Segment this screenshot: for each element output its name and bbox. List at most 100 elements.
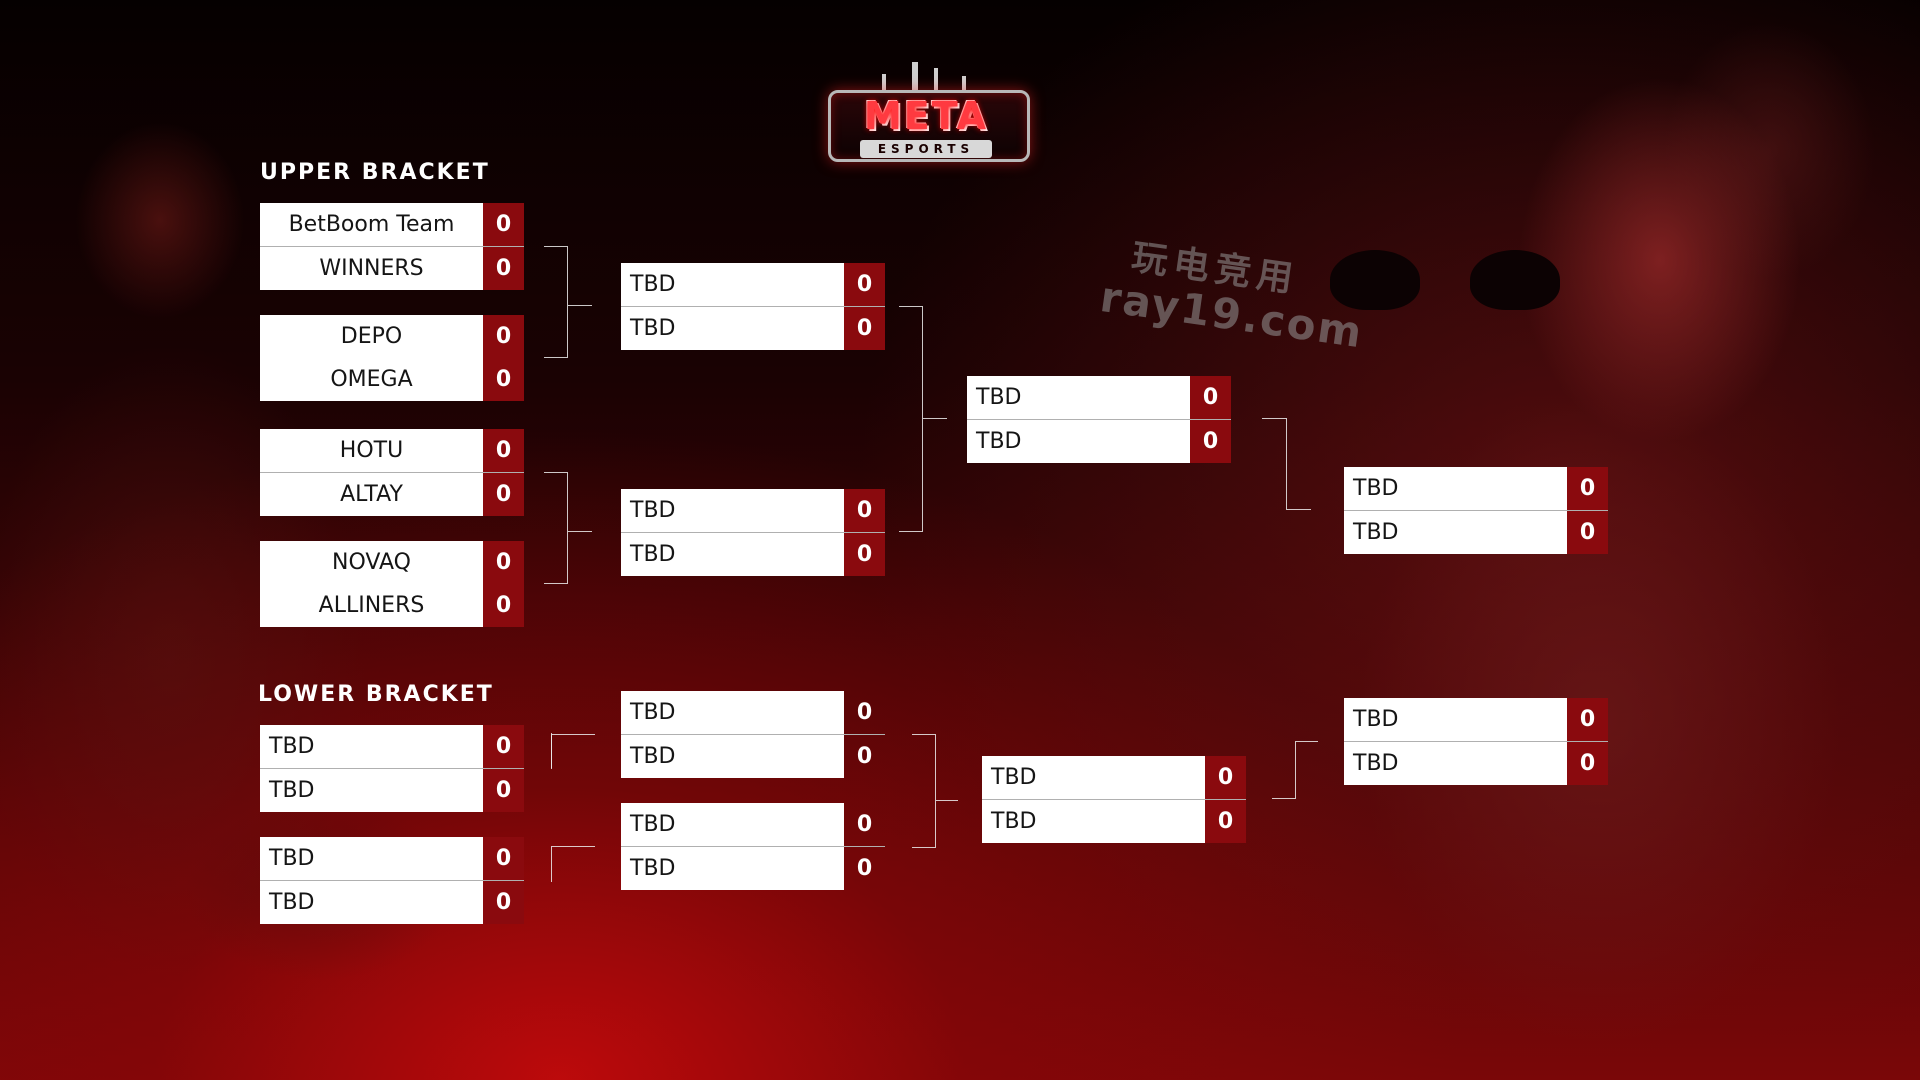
match-row: TBD 0 — [621, 847, 885, 890]
upper-final-match[interactable]: TBD 0 TBD 0 — [1344, 467, 1608, 554]
team-score: 0 — [483, 881, 524, 924]
lower-r1-match-2[interactable]: TBD 0 TBD 0 — [260, 837, 524, 924]
team-name: TBD — [260, 837, 483, 880]
lower-r3-match-1[interactable]: TBD 0 TBD 0 — [982, 756, 1246, 843]
team-name: TBD — [621, 735, 844, 778]
match-row: TBD 0 — [621, 533, 885, 576]
upper-r1-match-3[interactable]: HOTU 0 ALTAY 0 — [260, 429, 524, 516]
logo-spike-shape — [934, 68, 938, 96]
lower-final-match[interactable]: TBD 0 TBD 0 — [1344, 698, 1608, 785]
team-name: TBD — [621, 307, 844, 350]
logo-spike-shape — [962, 76, 966, 96]
match-row: WINNERS 0 — [260, 247, 524, 290]
mask-eye-left-shape — [1330, 250, 1420, 310]
match-row: TBD 0 — [967, 420, 1231, 463]
logo-spike-shape — [882, 74, 886, 96]
team-score: 0 — [483, 247, 524, 290]
bracket-connector-line — [912, 734, 936, 848]
team-score: 0 — [1190, 376, 1231, 419]
bracket-connector-line — [573, 734, 595, 735]
bracket-connector-line — [1287, 509, 1311, 510]
bracket-connector-line — [568, 305, 592, 306]
logo-main-text: META — [863, 94, 989, 138]
match-row: ALTAY 0 — [260, 473, 524, 516]
team-name: TBD — [621, 489, 844, 532]
match-row: TBD 0 — [621, 307, 885, 350]
team-name: TBD — [967, 376, 1190, 419]
upper-r3-match-1[interactable]: TBD 0 TBD 0 — [967, 376, 1231, 463]
team-name: TBD — [260, 769, 483, 812]
team-name: ALTAY — [260, 473, 483, 516]
match-row: TBD 0 — [1344, 698, 1608, 742]
team-score: 0 — [1190, 420, 1231, 463]
upper-r2-match-1[interactable]: TBD 0 TBD 0 — [621, 263, 885, 350]
match-row: TBD 0 — [621, 735, 885, 778]
bracket-connector-line — [1272, 741, 1296, 799]
team-score: 0 — [1205, 756, 1246, 799]
match-row: TBD 0 — [260, 881, 524, 924]
bracket-connector-line — [544, 246, 568, 358]
logo-frame — [828, 90, 1030, 162]
bracket-connector-line — [1262, 418, 1287, 510]
match-row: TBD 0 — [621, 489, 885, 533]
lower-r2-match-1[interactable]: TBD 0 TBD 0 — [621, 691, 885, 778]
team-name: BetBoom Team — [260, 203, 483, 246]
team-name: TBD — [621, 803, 844, 846]
upper-r1-match-2[interactable]: DEPO 0 OMEGA 0 — [260, 315, 524, 401]
bracket-connector-line — [1296, 741, 1318, 742]
team-name: TBD — [260, 725, 483, 768]
team-score: 0 — [483, 429, 524, 472]
team-score: 0 — [844, 263, 885, 306]
team-name: TBD — [621, 263, 844, 306]
logo-spike-shape — [912, 62, 918, 96]
upper-r1-match-4[interactable]: NOVAQ 0 ALLINERS 0 — [260, 541, 524, 627]
bracket-connector-line — [551, 846, 573, 882]
match-row: TBD 0 — [621, 263, 885, 307]
team-score: 0 — [1567, 511, 1608, 554]
match-row: TBD 0 — [1344, 742, 1608, 785]
team-score: 0 — [856, 700, 873, 725]
team-name: ALLINERS — [260, 584, 483, 627]
match-row: ALLINERS 0 — [260, 584, 524, 627]
match-row: BetBoom Team 0 — [260, 203, 524, 247]
team-name: DEPO — [260, 315, 483, 358]
match-row: TBD 0 — [260, 837, 524, 881]
team-name: TBD — [982, 800, 1205, 843]
team-name: WINNERS — [260, 247, 483, 290]
bracket-connector-line — [568, 531, 592, 532]
match-row: TBD 0 — [982, 800, 1246, 843]
lower-r1-match-1[interactable]: TBD 0 TBD 0 — [260, 725, 524, 812]
match-row: HOTU 0 — [260, 429, 524, 473]
team-name: TBD — [1344, 511, 1567, 554]
lower-r2-match-2[interactable]: TBD 0 TBD 0 — [621, 803, 885, 890]
team-name: NOVAQ — [260, 541, 483, 584]
team-score: 0 — [1567, 467, 1608, 510]
team-score: 0 — [856, 812, 873, 837]
team-name: TBD — [260, 881, 483, 924]
team-name: TBD — [621, 847, 844, 890]
team-score: 0 — [483, 473, 524, 516]
match-row: OMEGA 0 — [260, 358, 524, 401]
match-row: TBD 0 — [967, 376, 1231, 420]
team-name: OMEGA — [260, 358, 483, 401]
match-row: TBD 0 — [260, 769, 524, 812]
upper-bracket-title: UPPER BRACKET — [260, 160, 490, 185]
bracket-connector-line — [923, 418, 947, 419]
team-name: TBD — [1344, 742, 1567, 785]
team-score: 0 — [483, 315, 524, 358]
match-row: TBD 0 — [260, 725, 524, 769]
upper-r2-match-2[interactable]: TBD 0 TBD 0 — [621, 489, 885, 576]
match-row: TBD 0 — [621, 803, 885, 847]
meta-esports-logo: META ESPORTS — [822, 62, 1030, 182]
upper-r1-match-1[interactable]: BetBoom Team 0 WINNERS 0 — [260, 203, 524, 290]
bracket-connector-line — [544, 472, 568, 584]
bracket-connector-line — [551, 733, 552, 769]
match-row: TBD 0 — [621, 691, 885, 735]
logo-sub-text: ESPORTS — [860, 140, 992, 158]
team-name: TBD — [1344, 698, 1567, 741]
bracket-connector-line — [551, 734, 573, 768]
team-score: 0 — [844, 307, 885, 350]
team-score: 0 — [483, 358, 524, 401]
team-score: 0 — [856, 856, 873, 881]
